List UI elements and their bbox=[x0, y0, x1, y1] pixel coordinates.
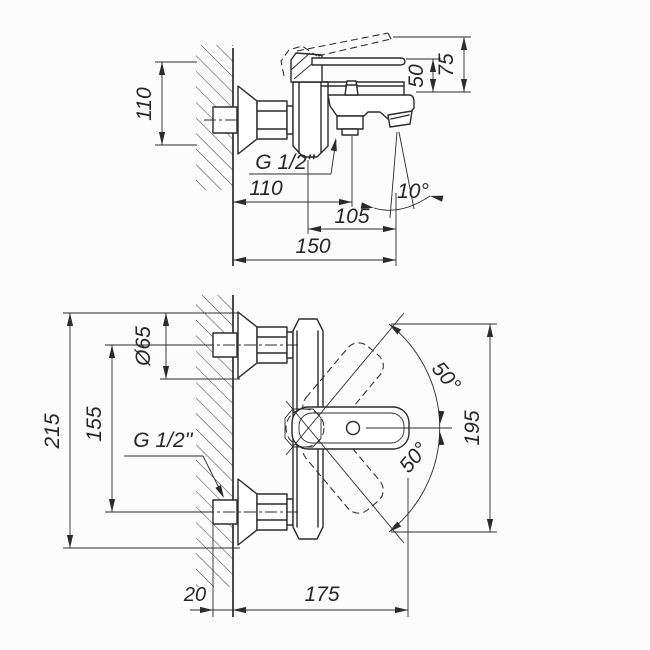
lever-button bbox=[345, 420, 361, 436]
handle-lever bbox=[311, 57, 406, 66]
dim-label: 10° bbox=[397, 180, 429, 203]
arrowhead bbox=[158, 62, 166, 75]
dim-label: 175 bbox=[304, 583, 339, 606]
dim-mount-height: 110 bbox=[133, 61, 197, 146]
wall-section bbox=[196, 45, 234, 266]
dim-label: 50° bbox=[427, 357, 465, 396]
dim-label: 75 bbox=[435, 53, 458, 77]
dim-flange-diameter: Ø65 bbox=[132, 313, 240, 380]
dim-label: 195 bbox=[461, 410, 484, 445]
side-view: 110 50 75 110 bbox=[133, 32, 471, 266]
escutcheon-cone bbox=[237, 85, 258, 155]
dim-label: 155 bbox=[83, 406, 106, 441]
thread-label: G 1/2'' bbox=[255, 151, 315, 174]
handle bbox=[280, 32, 406, 83]
thread-callout-plan: G 1/2'' bbox=[124, 429, 227, 500]
dim-inlet-spacing: 155 bbox=[83, 344, 300, 513]
dim-label: 110 bbox=[249, 177, 283, 200]
swing-arc bbox=[388, 323, 441, 533]
handle-hub bbox=[284, 408, 322, 448]
diverter-knob bbox=[344, 80, 359, 96]
body-housing bbox=[292, 81, 329, 158]
dim-label: 215 bbox=[41, 413, 64, 449]
spout bbox=[321, 80, 415, 136]
dim-label: 150 bbox=[295, 235, 330, 258]
shower-outlet bbox=[336, 115, 364, 130]
dim-swing-span: 195 bbox=[391, 323, 497, 533]
dim-label: 110 bbox=[133, 87, 156, 121]
swing-reference-line bbox=[285, 312, 405, 456]
dim-bottom-row: 20 175 bbox=[183, 478, 409, 617]
dim-label: 20 bbox=[183, 584, 206, 606]
dim-spout-angle: 10° bbox=[360, 131, 444, 219]
angle-arc bbox=[373, 195, 431, 211]
hex-nut bbox=[256, 100, 288, 140]
plan-view: 50° 50° 215 155 Ø65 bbox=[41, 295, 497, 617]
dim-lever-heights: 50 75 bbox=[393, 36, 471, 93]
neck bbox=[286, 105, 294, 135]
swing-reference-line bbox=[285, 400, 405, 544]
dim-overall-height: 215 bbox=[41, 312, 240, 549]
dim-label: Ø65 bbox=[132, 326, 155, 367]
mixer-body bbox=[292, 81, 329, 158]
handle-raised-position bbox=[280, 32, 392, 77]
thread-label: G 1/2'' bbox=[133, 429, 193, 452]
spout-body bbox=[327, 94, 415, 120]
dim-horizontal-reaches: 110 105 150 bbox=[233, 136, 397, 266]
thread-callout-side: G 1/2'' bbox=[249, 137, 340, 175]
dim-label: 50 bbox=[405, 64, 428, 88]
arrowhead bbox=[158, 132, 166, 145]
dim-label: 105 bbox=[334, 205, 369, 228]
inlet-fitting bbox=[204, 85, 302, 155]
